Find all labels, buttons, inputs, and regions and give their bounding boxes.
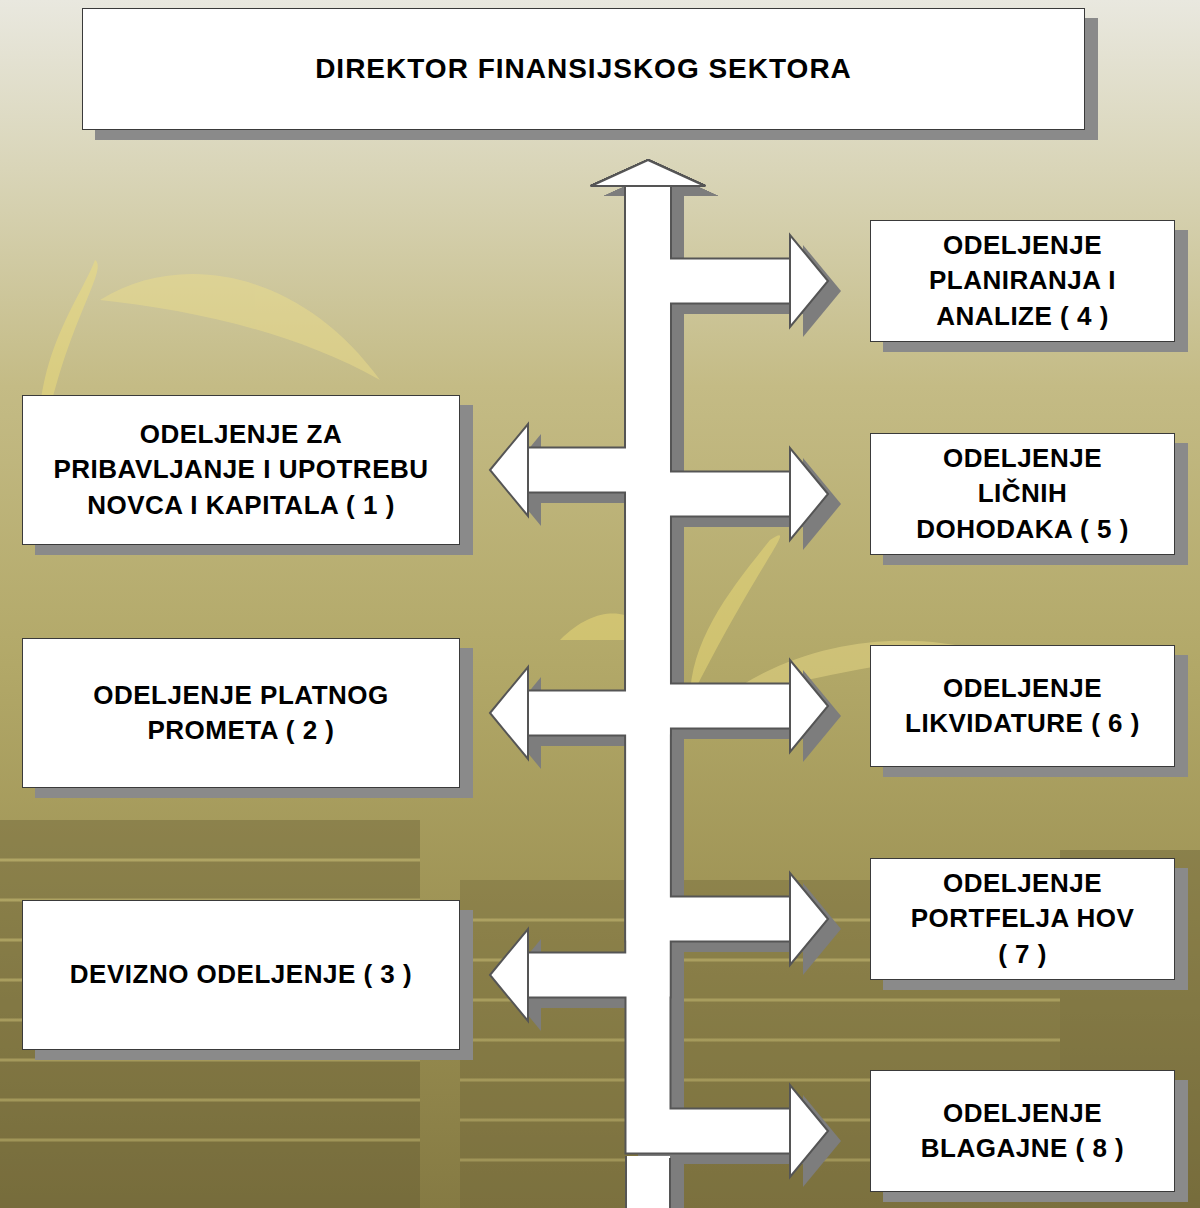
arrow-head <box>790 873 828 965</box>
box-label: ODELJENJE LIČNIH DOHODAKA ( 5 ) <box>903 441 1143 547</box>
arrow-head <box>490 929 528 1021</box>
arrow-head <box>591 160 705 186</box>
arrow-head <box>490 424 528 516</box>
arrow-head <box>591 160 705 186</box>
connectors <box>528 186 790 1131</box>
box-label: ODELJENJE ZA PRIBAVLJANJE I UPOTREBU NOV… <box>41 417 441 523</box>
label-group: DIREKTOR FINANSIJSKOG SEKTORA <box>315 50 852 88</box>
leaf <box>100 274 380 380</box>
department-box: ODELJENJE PLATNOG PROMETA ( 2 ) <box>22 638 460 788</box>
department-box: DEVIZNO ODELJENJE ( 3 ) <box>22 900 460 1050</box>
box-label: ODELJENJE BLAGAJNE ( 8 ) <box>903 1096 1143 1167</box>
box-label: ODELJENJE PORTFELJA HOV ( 7 ) <box>903 866 1143 972</box>
label-group: ODELJENJE PORTFELJA HOV ( 7 ) <box>903 866 1143 972</box>
arrow-head <box>591 160 705 186</box>
connector-outlines <box>528 186 790 1131</box>
department-box: ODELJENJE ZA PRIBAVLJANJE I UPOTREBU NOV… <box>22 395 460 545</box>
arrow-head <box>490 667 528 759</box>
spine-shadow <box>670 1160 684 1208</box>
block-arrow <box>648 186 790 1131</box>
coin-stacks <box>0 820 1200 1208</box>
box-label: ODELJENJE PLATNOG PROMETA ( 2 ) <box>41 678 441 749</box>
department-box: ODELJENJE LIČNIH DOHODAKA ( 5 ) <box>870 433 1175 555</box>
label-group: ODELJENJE PLATNOG PROMETA ( 2 ) <box>41 678 441 749</box>
label-group: ODELJENJE LIKVIDATURE ( 6 ) <box>903 671 1143 742</box>
arrow-head <box>591 160 705 186</box>
connector-shadows <box>503 170 841 1187</box>
label-group: ODELJENJE ZA PRIBAVLJANJE I UPOTREBU NOV… <box>41 417 441 523</box>
department-box: ODELJENJE PORTFELJA HOV ( 7 ) <box>870 858 1175 980</box>
department-box: ODELJENJE PLANIRANJA I ANALIZE ( 4 ) <box>870 220 1175 342</box>
arrow-head <box>790 1085 828 1177</box>
box-label: ODELJENJE PLANIRANJA I ANALIZE ( 4 ) <box>903 228 1143 334</box>
arrow-head <box>591 160 705 186</box>
department-box: ODELJENJE BLAGAJNE ( 8 ) <box>870 1070 1175 1192</box>
arrow-head <box>591 160 705 186</box>
arrow-heads <box>490 160 828 1177</box>
label-group: ODELJENJE PLANIRANJA I ANALIZE ( 4 ) <box>903 228 1143 334</box>
spine-shaft <box>627 1156 670 1208</box>
arrow-head <box>591 160 705 186</box>
arrow-head <box>790 448 828 540</box>
department-box: ODELJENJE LIKVIDATURE ( 6 ) <box>870 645 1175 767</box>
arrow-head <box>790 235 828 327</box>
box-label: DIREKTOR FINANSIJSKOG SEKTORA <box>315 50 852 88</box>
director-box: DIREKTOR FINANSIJSKOG SEKTORA <box>82 8 1085 130</box>
connector-outline <box>648 186 790 1131</box>
label-group: ODELJENJE LIČNIH DOHODAKA ( 5 ) <box>903 441 1143 547</box>
spine-edge <box>669 1158 671 1208</box>
leaf-shapes <box>39 260 980 700</box>
connector-shadow <box>661 196 803 1141</box>
box-label: DEVIZNO ODELJENJE ( 3 ) <box>70 957 412 992</box>
arrow-head <box>591 160 705 186</box>
box-label: ODELJENJE LIKVIDATURE ( 6 ) <box>903 671 1143 742</box>
label-group: DEVIZNO ODELJENJE ( 3 ) <box>70 957 412 992</box>
spine-edge <box>625 1156 627 1208</box>
arrow-head <box>790 660 828 752</box>
label-group: ODELJENJE BLAGAJNE ( 8 ) <box>903 1096 1143 1167</box>
